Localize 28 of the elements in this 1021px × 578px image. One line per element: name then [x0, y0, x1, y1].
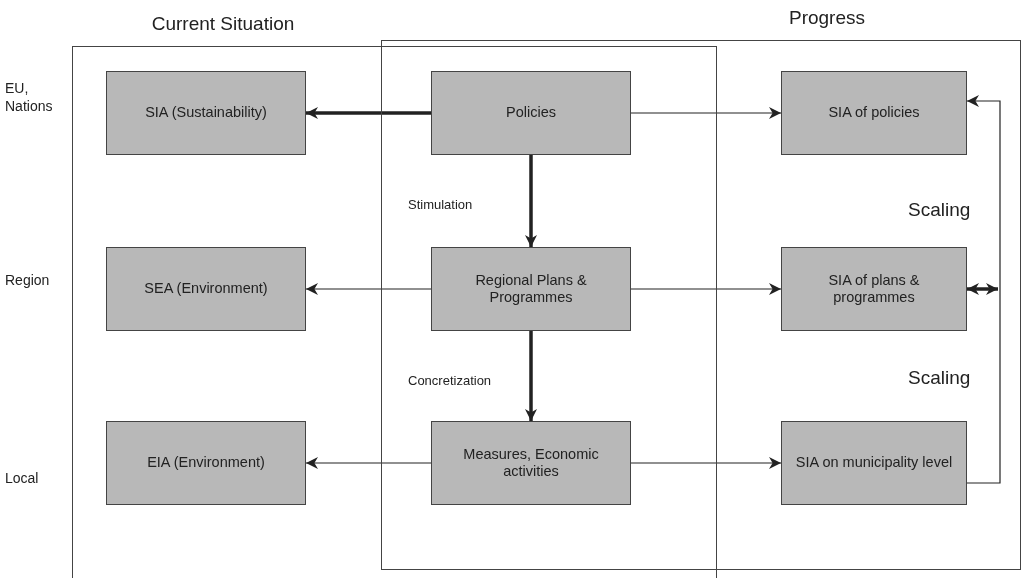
process-box: SIA of policies [781, 71, 967, 155]
scaling-label: Scaling [908, 198, 971, 222]
process-box: Policies [431, 71, 631, 155]
arrow [525, 331, 537, 421]
arrow [525, 155, 537, 247]
process-box: SEA (Environment) [106, 247, 306, 331]
edge-label: Concretization [408, 373, 492, 388]
arrow [305, 283, 432, 295]
arrow [630, 283, 782, 295]
row-label: Region [5, 272, 50, 290]
arrow [967, 283, 998, 295]
frame-title: Current Situation [150, 13, 296, 35]
arrow [630, 107, 782, 119]
process-box: EIA (Environment) [106, 421, 306, 505]
process-box: Measures, Economic activities [431, 421, 631, 505]
row-label: EU, Nations [5, 80, 54, 115]
edge-label: Stimulation [408, 197, 473, 212]
arrow [306, 107, 431, 119]
process-box: SIA of plans & programmes [781, 247, 967, 331]
arrow [305, 457, 432, 469]
row-label: Local [5, 470, 39, 488]
scaling-label: Scaling [908, 366, 971, 390]
process-box: Regional Plans & Programmes [431, 247, 631, 331]
process-box: SIA on municipality level [781, 421, 967, 505]
frame-title: Progress [788, 7, 866, 29]
arrow [966, 95, 1001, 484]
process-box: SIA (Sustainability) [106, 71, 306, 155]
arrow [630, 457, 782, 469]
